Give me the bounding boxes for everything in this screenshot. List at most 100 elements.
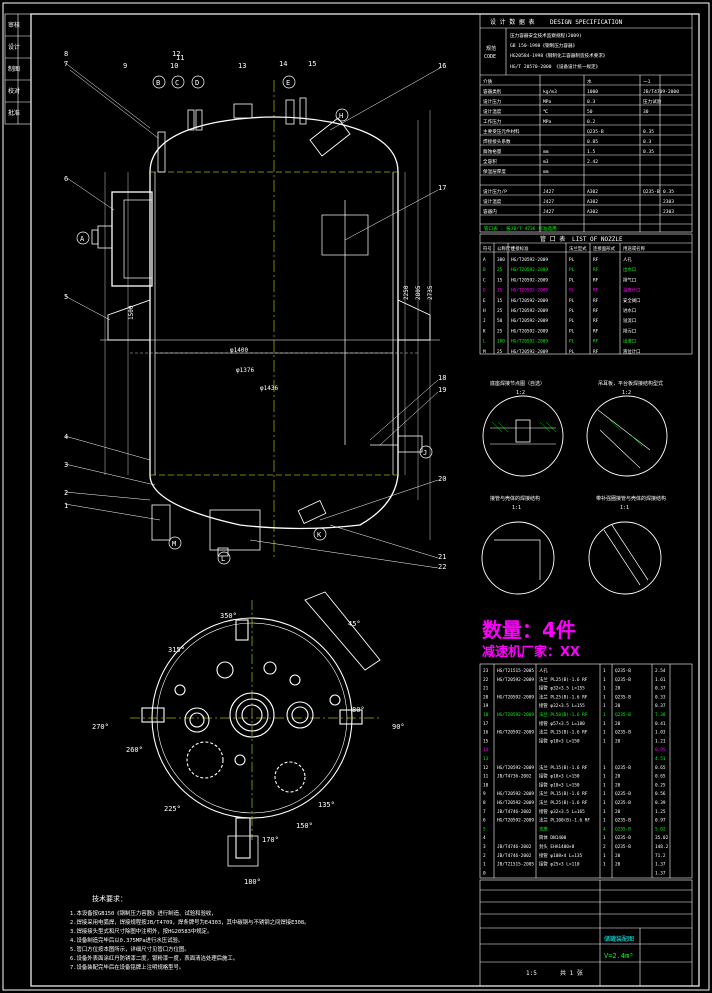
parts-cell: 支座 [539,825,548,832]
note-line-5: 5.管口方位按本图所示，详细尺寸见管口方位图。 [70,945,190,953]
parts-cell: 1 [603,853,606,859]
spec-cell: 压力试验 [643,98,662,105]
spec-sub-cell: A302 [587,189,598,195]
sheet-inner-border [30,13,700,987]
nozzle-cell: 25 [497,328,503,334]
dim-phi1376: φ1376 [236,367,254,374]
spec-header-en: DESIGN SPECIFICATION [550,19,623,26]
parts-cell: 15 [483,738,489,744]
spec-code-line-4: HG/T 20570-2000 《设备设计统一规定》 [510,63,600,70]
parts-cell: 1 [603,809,606,815]
nozzle-cell: PL [569,328,575,334]
balloon-20: 20 [438,475,446,483]
parts-cell: 0.37 [655,703,666,709]
parts-cell: 1 [483,862,486,868]
parts-cell: 封头 EHA1400×8 [539,843,575,850]
spec-cell: 容器类别 [483,88,502,95]
parts-cell: Q235-B [615,677,631,683]
nozzle-cell: 25 [497,267,503,273]
parts-cell: HG/T21515-2005 [497,668,534,674]
balloon-22: 22 [438,563,446,571]
balloon-13: 13 [238,62,246,70]
parts-cell: 71.2 [655,853,666,859]
parts-cell: 9 [483,791,486,797]
balloon-5: 5 [64,293,68,301]
parts-cell: 1 [603,765,606,771]
spec-cell: 设计压力 [483,98,502,105]
parts-cell: Q235-B [615,826,631,832]
parts-cell: 4 [483,835,486,841]
balloon-11: 11 [176,54,184,62]
angle-150: 150° [296,822,313,830]
detail-4-title: 带补强圈接管与壳体的焊接结构 [596,495,666,502]
nozzle-cell: 出液口 [623,338,636,345]
nozzle-cell: HG/T20592-2009 [511,298,548,304]
spec-code-line-3: HG20584-1998《钢制化工容器制造技术要求》 [510,52,608,59]
nozzle-cell: HG/T20592-2009 [511,267,548,273]
parts-cell: Q235-B [615,668,631,674]
parts-cell: 22 [483,677,489,683]
angle-45: 45° [348,620,361,628]
parts-cell: 法兰 PL15(B)-1.6 RF [539,790,588,797]
nozzle-cell: M [483,349,486,355]
nozzle-cell: PL [569,277,575,283]
spec-header-cn: 设 计 数 据 表 [490,18,534,26]
dim-1500: 1500 [128,305,135,320]
parts-cell: 23 [483,668,489,674]
angle-90: 90° [392,723,405,731]
left-strip-label-0: 审核 [8,21,20,29]
spec-cell: 全容积 [483,158,497,165]
nozzle-mark-k: K [317,531,322,539]
note-line-1: 1.本设备按GB150《钢制压力容器》进行制造、试验和验收， [70,909,217,917]
spec-sub-cell: 容器内 [483,208,497,215]
left-strip-label-2: 制图 [8,65,20,73]
parts-cell: Q235-B [615,818,631,824]
nozzle-header-cell: 法兰型式 [569,245,587,252]
detail-views [481,395,668,595]
left-strip-label-3: 校对 [8,87,20,95]
balloon-17: 17 [438,184,446,192]
nozzle-mark-d: D [195,79,199,87]
nozzle-cell: HG/T20592-2009 [511,257,548,263]
dim-phi1436: φ1436 [260,385,278,392]
spec-sub-cell: A302 [587,209,598,215]
balloon-7: 7 [64,60,68,68]
spec-cell: 保温层厚度 [483,168,506,175]
balloon-14: 14 [279,60,287,68]
balloon-2: 2 [64,489,68,497]
nozzle-cell: 50 [497,318,503,324]
parts-cell: 35.02 [655,835,669,841]
spec-sub-cell: J427 [543,209,554,215]
left-strip-label-1: 设计 [8,43,20,51]
parts-cell: 1.03 [655,730,666,736]
parts-cell: 接管 φ32×3.5 L=165 [539,808,585,815]
balloon-12: 12 [172,50,180,58]
spec-sub-cell: 0.35 [663,189,674,195]
parts-cell: HG/T20592-2009 [497,800,534,806]
parts-cell: 4 [603,826,606,832]
parts-cell: 14 [483,747,489,753]
nozzle-cell: 人孔 [623,256,632,263]
spec-cell: 1.5 [587,149,596,155]
nozzle-cell: D [483,288,486,294]
parts-cell: 20 [615,853,621,859]
spec-cell: MPa [543,99,552,105]
nozzle-mark-a: A [80,235,85,243]
balloon-18: 18 [438,374,446,382]
spec-cell: 50 [587,109,593,115]
nozzle-cell: PL [569,288,575,294]
parts-cell: 1 [603,862,606,868]
balloon-9: 9 [123,62,127,70]
nozzle-header-cell: 公称尺寸 [497,245,515,252]
parts-cell: 法兰 PL15(B)-1.6 RF [539,729,588,736]
parts-cell: 1 [603,694,606,700]
detail-1-scale: 1:2 [516,390,525,396]
parts-cell: Q235-B [615,730,631,736]
parts-cell: 0.33 [655,694,666,700]
parts-cell: 1 [603,668,606,674]
parts-cell: 0.37 [655,686,666,692]
parts-cell: 法兰 PL25(B)-1.6 RF [539,676,588,683]
nozzle-cell: 安全阀口 [623,297,641,304]
parts-cell: HG/T20592-2009 [497,677,534,683]
